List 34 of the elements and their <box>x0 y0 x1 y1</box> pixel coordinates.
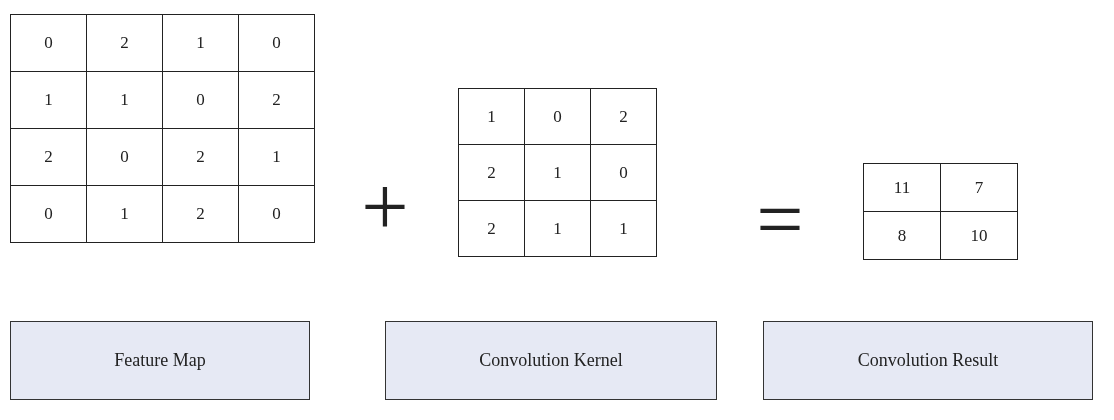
matrix-cell: 10 <box>940 211 1018 260</box>
matrix-cell: 8 <box>863 211 941 260</box>
matrix-cell: 1 <box>238 128 315 186</box>
operator-sign: = <box>755 178 805 262</box>
matrix-cell: 2 <box>590 88 657 145</box>
matrix-cell: 1 <box>524 144 591 201</box>
matrix-cell: 0 <box>162 71 239 129</box>
caption-box: Convolution Result <box>763 321 1093 400</box>
matrix-cell: 0 <box>238 14 315 72</box>
matrix-cell: 2 <box>458 144 525 201</box>
matrix-cell: 0 <box>86 128 163 186</box>
matrix-cell: 2 <box>238 71 315 129</box>
matrix-cell: 2 <box>162 128 239 186</box>
matrix-cell: 1 <box>590 200 657 257</box>
matrix-cell: 7 <box>940 163 1018 212</box>
caption-box: Feature Map <box>10 321 310 400</box>
matrix-cell: 0 <box>238 185 315 243</box>
matrix-cell: 2 <box>86 14 163 72</box>
matrix-cell: 2 <box>10 128 87 186</box>
matrix-cell: 0 <box>590 144 657 201</box>
matrix-cell: 0 <box>524 88 591 145</box>
operator-sign: + <box>360 165 410 249</box>
matrix-cell: 0 <box>10 185 87 243</box>
matrix-cell: 1 <box>86 185 163 243</box>
matrix-cell: 2 <box>458 200 525 257</box>
matrix-cell: 1 <box>86 71 163 129</box>
matrix-cell: 2 <box>162 185 239 243</box>
matrix-cell: 1 <box>162 14 239 72</box>
matrix-cell: 0 <box>10 14 87 72</box>
caption-box: Convolution Kernel <box>385 321 717 400</box>
matrix-cell: 1 <box>10 71 87 129</box>
matrix-cell: 1 <box>524 200 591 257</box>
matrix-cell: 1 <box>458 88 525 145</box>
matrix-cell: 11 <box>863 163 941 212</box>
